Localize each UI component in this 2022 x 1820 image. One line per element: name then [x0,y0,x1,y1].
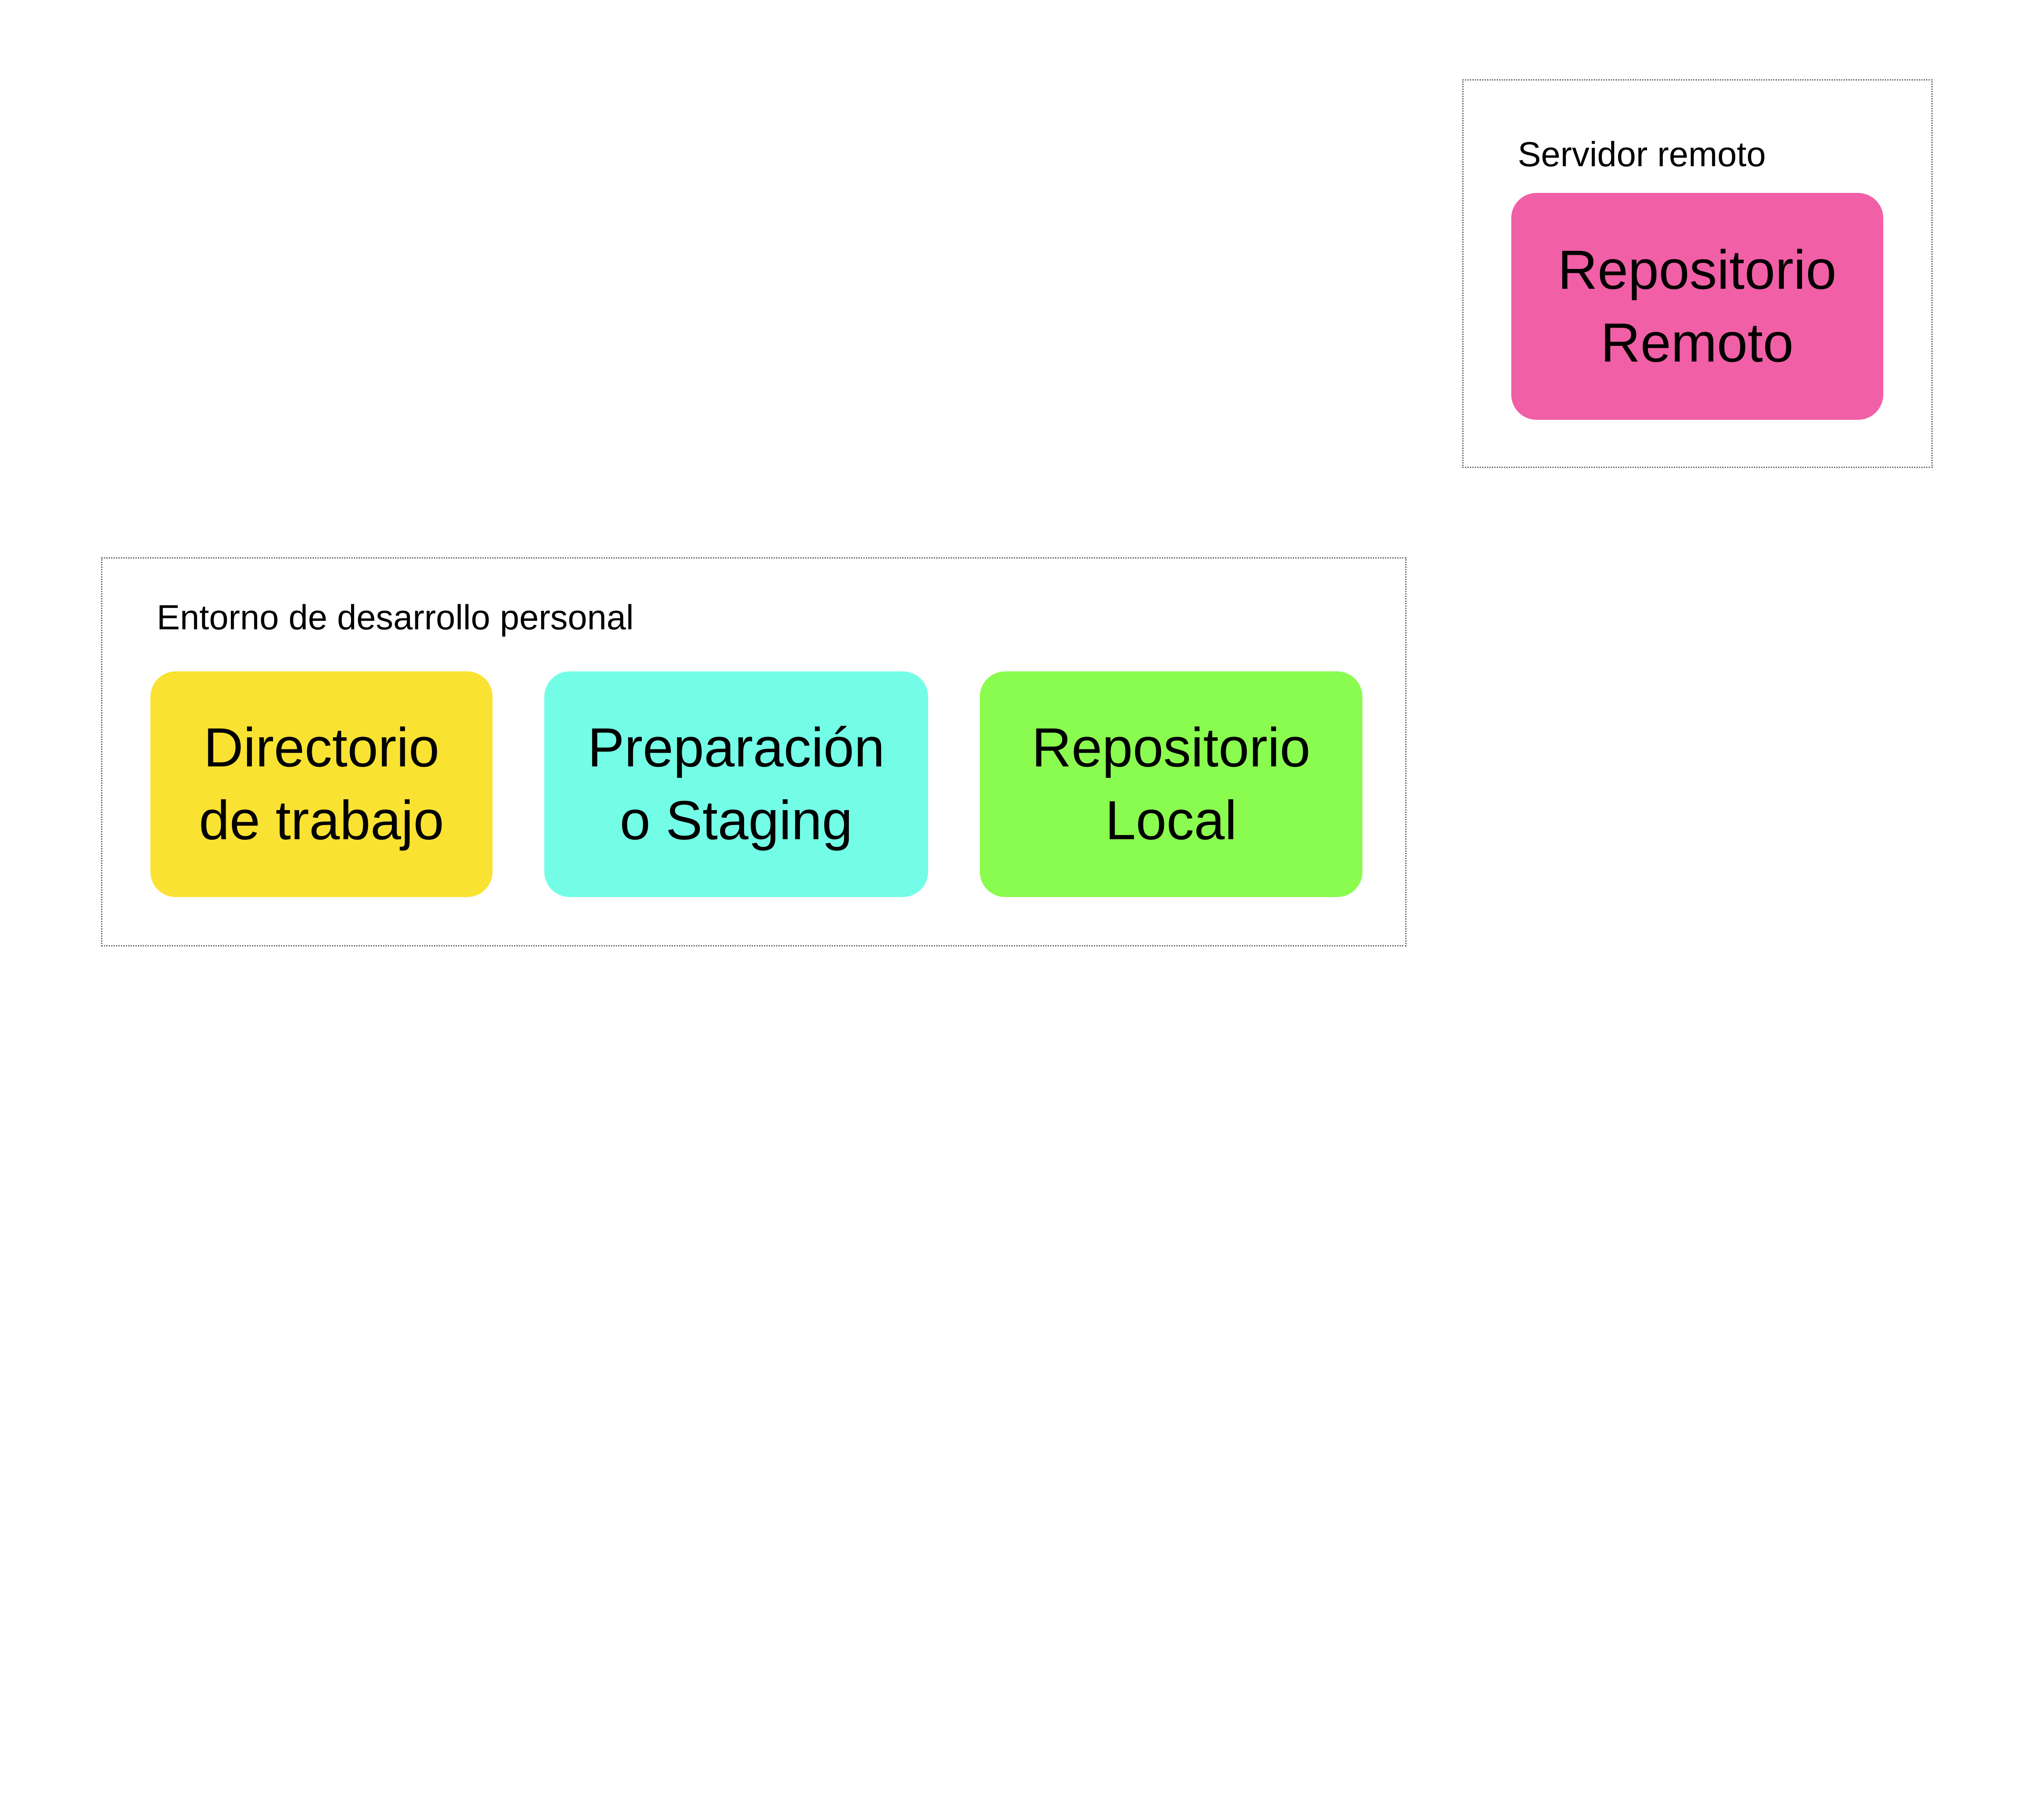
group-label: Servidor remoto [1518,135,1766,174]
node-label-line1: Preparación [588,717,885,779]
node-label-line1: Directorio [203,717,440,779]
group-label: Entorno de desarrollo personal [157,598,634,637]
node-label-line2: o Staging [620,789,853,851]
node-directorio-trabajo[interactable]: Directorio de trabajo [150,671,493,897]
group-entorno-local: Entorno de desarrollo personal Directori… [101,557,1407,946]
node-label-line2: Remoto [1600,311,1794,373]
node-label-line1: Repositorio [1557,239,1837,301]
node-label-line1: Repositorio [1032,717,1311,779]
node-staging[interactable]: Preparación o Staging [544,671,928,897]
node-label-line2: Local [1105,789,1237,851]
node-label-line2: de trabajo [199,789,444,851]
